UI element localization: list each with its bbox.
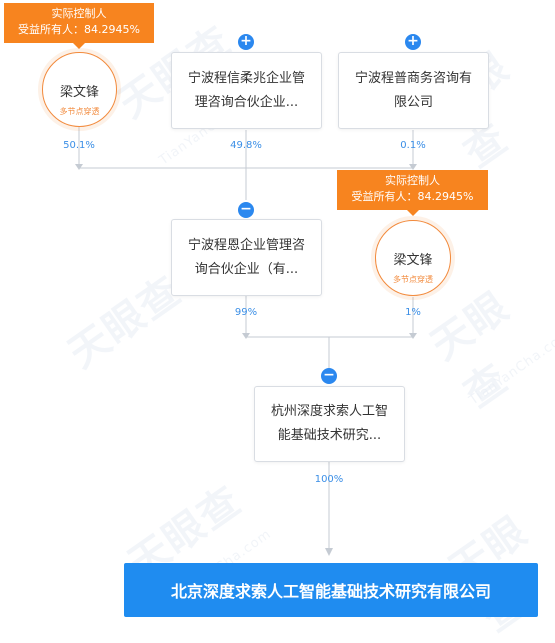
- company-name-line1: 杭州深度求索人工智: [270, 404, 388, 419]
- collapse-button[interactable]: −: [321, 368, 337, 384]
- equity-diagram: 天眼查 天眼查 天眼查 天眼查 天眼查 天眼查 TianYanCha.com T…: [4, 3, 555, 641]
- controller-badge: 实际控制人 受益所有人：84.2945%: [4, 3, 154, 49]
- penetration-tag: 多节点穿透: [393, 275, 433, 284]
- connector-lines: [75, 122, 417, 556]
- company-node-chengen[interactable]: 宁波程恩企业管理咨 询合伙企业（有...: [171, 219, 322, 296]
- company-node-xinrouzhao[interactable]: 宁波程信柔兆企业管 理咨询合伙企业...: [171, 52, 322, 129]
- share-percentage: 99%: [234, 307, 258, 318]
- collapse-button[interactable]: −: [238, 202, 254, 218]
- share-percentage: 1%: [405, 307, 421, 318]
- company-node-hangzhou[interactable]: 杭州深度求索人工智 能基础技术研究...: [254, 386, 405, 462]
- penetration-tag: 多节点穿透: [59, 107, 100, 116]
- person-name: 梁文锋: [393, 253, 433, 268]
- badge-title: 实际控制人: [385, 174, 440, 187]
- controller-badge: 实际控制人 受益所有人：84.2945%: [337, 170, 488, 216]
- company-name-line1: 宁波程普商务咨询有: [354, 70, 472, 86]
- company-name-line2: 能基础技术研究...: [277, 428, 382, 443]
- share-percentage: 0.1%: [400, 140, 426, 151]
- target-company[interactable]: 北京深度求索人工智能基础技术研究有限公司: [124, 563, 538, 617]
- company-name-line1: 宁波程信柔兆企业管: [187, 70, 305, 86]
- company-name-line1: 宁波程恩企业管理咨: [187, 237, 305, 253]
- controller-node-liang[interactable]: 梁文锋 多节点穿透: [42, 52, 117, 127]
- company-name-line2: 理咨询合伙企业...: [194, 94, 299, 110]
- share-percentage: 49.8%: [230, 140, 262, 151]
- expand-button[interactable]: +: [238, 34, 254, 50]
- expand-button[interactable]: +: [405, 34, 421, 50]
- share-percentage: 50.1%: [63, 140, 95, 151]
- target-company-name: 北京深度求索人工智能基础技术研究有限公司: [170, 582, 491, 601]
- share-percentage: 100%: [314, 474, 344, 485]
- company-node-chengpu[interactable]: 宁波程普商务咨询有 限公司: [338, 52, 489, 129]
- company-name-line2: 询合伙企业（有...: [194, 261, 299, 277]
- person-name: 梁文锋: [59, 85, 99, 100]
- badge-ratio: 受益所有人：84.2945%: [18, 23, 140, 36]
- badge-title: 实际控制人: [51, 7, 107, 20]
- controller-node-liang[interactable]: 梁文锋 多节点穿透: [375, 220, 451, 296]
- company-name-line2: 限公司: [393, 94, 433, 110]
- badge-ratio: 受益所有人：84.2945%: [351, 190, 474, 203]
